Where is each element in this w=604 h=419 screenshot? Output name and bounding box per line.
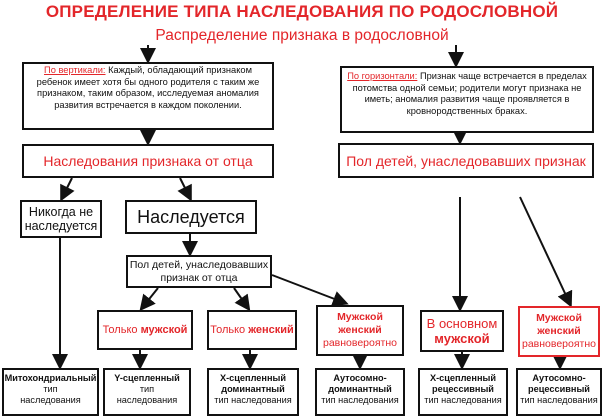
horizontal-text: Признак чаще встречается в пределах пото… xyxy=(352,71,587,116)
vertical-label: По вертикали: xyxy=(44,65,106,75)
male-female-1-line2: женский xyxy=(338,324,382,336)
result-autosomal-dominant-line2: доминантный xyxy=(328,384,392,394)
only-female-box: Только женский xyxy=(207,310,297,350)
male-female-1-line3: равновероятно xyxy=(322,337,397,349)
result-x-recessive-name: Х-сцепленный xyxy=(429,373,497,383)
arrow-to-only-male xyxy=(139,287,159,312)
result-mitochondrial-line2: тип xyxy=(43,384,58,394)
result-autosomal-recessive-line2: рецессивный xyxy=(528,384,590,394)
diagram-subtitle: Распределение признака в родословной xyxy=(155,27,449,44)
children-sex-box: Пол детей, унаследовавших признак xyxy=(338,143,594,178)
male-female-1-line1: Мужской xyxy=(337,311,383,323)
result-x-dominant-line3: тип наследования xyxy=(214,395,292,405)
result-x-dominant-line2: доминантный xyxy=(221,384,285,394)
horizontal-distribution-box: По горизонтали: Признак чаще встречается… xyxy=(340,66,594,133)
vertical-distribution-box: По вертикали: Каждый, обладающий признак… xyxy=(22,62,274,130)
never-inherited-box: Никогда не наследуется xyxy=(20,200,102,238)
result-autosomal-recessive-line3: тип наследования xyxy=(520,395,598,405)
result-autosomal-dominant-line3: тип наследования xyxy=(321,395,399,405)
vertical-text: Каждый, обладающий признаком ребенок име… xyxy=(36,65,260,110)
result-mitochondrial-name: Митохондриальный xyxy=(4,373,97,383)
male-female-2-line3: равновероятно xyxy=(521,338,596,350)
mostly-male-line2: мужской xyxy=(434,331,490,346)
mostly-male-box: В основном мужской xyxy=(420,310,504,352)
result-x-recessive-line2: рецессивный xyxy=(432,384,494,394)
only-male-box: Только мужской xyxy=(97,310,193,350)
only-male-prefix: Только xyxy=(102,324,141,336)
arrow-to-never xyxy=(60,177,75,202)
result-autosomal-dominant-name: Аутосомно- xyxy=(333,373,387,383)
result-mitochondrial: Митохондриальный тип наследования xyxy=(2,368,99,416)
result-autosomal-recessive: Аутосомно- рецессивный тип наследования xyxy=(516,368,602,416)
horizontal-label: По горизонтали: xyxy=(347,71,418,81)
male-female-equal-box-2: Мужской женский равновероятно xyxy=(518,306,600,357)
result-mitochondrial-line3: наследования xyxy=(20,395,81,405)
result-y-linked-line3: наследования xyxy=(116,395,178,405)
inherited-box: Наследуется xyxy=(125,200,257,234)
result-autosomal-dominant: Аутосомно- доминантный тип наследования xyxy=(315,368,405,416)
arrow-to-male-female-1 xyxy=(271,274,349,307)
male-female-2-line2: женский xyxy=(537,325,581,337)
page-title: ОПРЕДЕЛЕНИЕ ТИПА НАСЛЕДОВАНИЯ ПО РОДОСЛО… xyxy=(45,2,559,21)
arrow-to-inherited xyxy=(177,177,192,202)
male-female-equal-box-1: Мужской женский равновероятно xyxy=(316,305,404,356)
arrow-to-male-female-2 xyxy=(519,196,573,308)
result-y-linked: Y-сцепленный тип наследования xyxy=(103,368,191,416)
result-x-recessive-line3: тип наследования xyxy=(424,395,502,405)
result-autosomal-recessive-name: Аутосомно- xyxy=(532,373,586,383)
mostly-male-line1: В основном xyxy=(426,316,498,331)
only-female-bold: женский xyxy=(248,324,294,336)
result-x-recessive: Х-сцепленный рецессивный тип наследовани… xyxy=(418,368,508,416)
result-y-linked-name: Y-сцепленный xyxy=(114,373,180,383)
only-male-bold: мужской xyxy=(140,324,188,336)
only-female-prefix: Только xyxy=(210,324,249,336)
result-x-dominant: Х-сцепленный доминантный тип наследовани… xyxy=(207,368,299,416)
father-inheritance-box: Наследования признака от отца xyxy=(22,144,274,178)
result-y-linked-line2: тип xyxy=(139,384,155,394)
result-x-dominant-name: Х-сцепленный xyxy=(219,373,287,383)
male-female-2-line1: Мужской xyxy=(536,312,582,324)
children-sex-father-box: Пол детей, унаследовавших признак от отц… xyxy=(126,255,272,288)
arrow-to-only-female xyxy=(233,287,251,312)
